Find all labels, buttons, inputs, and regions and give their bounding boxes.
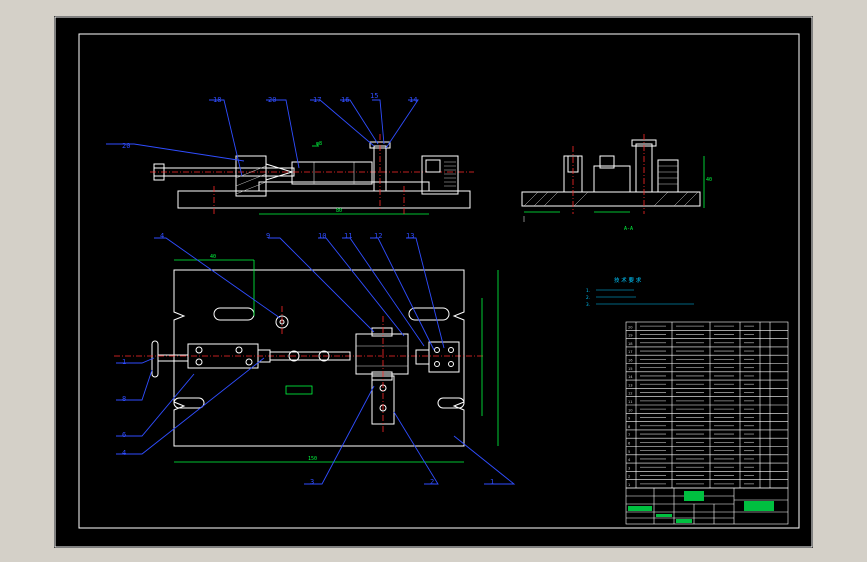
front-guide bbox=[258, 181, 430, 192]
parts-row-number: 12 bbox=[628, 392, 633, 396]
front-callout-2: 17 bbox=[313, 96, 321, 104]
plan-top-callout-0: 4 bbox=[160, 232, 164, 240]
svg-text:80: 80 bbox=[336, 208, 342, 214]
parts-row-number: 13 bbox=[628, 383, 633, 387]
plan-bottom-callout-1: 2 bbox=[430, 478, 434, 486]
plan-top-callout-4: 12 bbox=[374, 232, 382, 240]
inner-frame bbox=[78, 33, 800, 529]
front-right-block bbox=[421, 155, 459, 195]
plan-top-callout-1: 9 bbox=[266, 232, 270, 240]
plan-bottom-callout-0: 3 bbox=[310, 478, 314, 486]
front-view: 80 φ8 bbox=[106, 99, 474, 215]
parts-row-number: 4 bbox=[628, 458, 631, 462]
parts-row-number: 6 bbox=[628, 442, 631, 446]
parts-row-number: 17 bbox=[628, 350, 633, 354]
parts-row-number: 10 bbox=[628, 408, 633, 412]
parts-row-number: 8 bbox=[628, 425, 631, 429]
plan-left-callout-2: 6 bbox=[122, 431, 126, 439]
svg-text:150: 150 bbox=[308, 456, 317, 462]
parts-row-number: 16 bbox=[628, 359, 633, 363]
front-callout-3: 16 bbox=[341, 96, 349, 104]
left-callout: 20 bbox=[122, 142, 130, 150]
plan-view: 40 150 bbox=[114, 237, 516, 485]
front-callout-1: 20 bbox=[268, 96, 276, 104]
parts-row-number: 3 bbox=[628, 466, 630, 470]
outer-frame bbox=[54, 16, 813, 548]
plan-base-plate bbox=[173, 269, 465, 447]
plan-left-callout-3: 4 bbox=[122, 449, 126, 457]
plan-top-callout-2: 10 bbox=[318, 232, 326, 240]
section-view: 40 bbox=[521, 134, 712, 222]
title-block bbox=[625, 487, 789, 525]
parts-row-number: 1 bbox=[628, 483, 630, 487]
plan-left-callout-0: 1 bbox=[122, 358, 126, 366]
tech-req-3: 3. bbox=[586, 302, 590, 307]
svg-text:φ8: φ8 bbox=[316, 141, 322, 147]
front-callout-4: 15 bbox=[370, 92, 378, 100]
parts-row-number: 18 bbox=[628, 342, 633, 346]
parts-row-number: 20 bbox=[628, 325, 633, 329]
parts-row-number: 11 bbox=[628, 400, 633, 404]
tech-req-1: 1. bbox=[586, 288, 590, 293]
drawing-sheet: 80 φ8 20 18 20 17 16 15 14 bbox=[54, 16, 813, 548]
parts-table: 20 19 18 17 16 15 14 13 12 11 10 9 8 7 6 5 4 3 2 1 bbox=[625, 321, 789, 489]
parts-row-number: 7 bbox=[628, 433, 630, 437]
tech-req-title: 技 术 要 求 bbox=[614, 276, 642, 284]
parts-row-number: 9 bbox=[628, 417, 631, 421]
plan-top-callout-3: 11 bbox=[344, 232, 352, 240]
parts-row-number: 2 bbox=[628, 475, 630, 479]
parts-row-number: 19 bbox=[628, 334, 633, 338]
svg-text:40: 40 bbox=[210, 254, 216, 260]
front-cylinder bbox=[291, 161, 373, 185]
section-label: A-A bbox=[624, 226, 633, 232]
svg-text:40: 40 bbox=[706, 177, 712, 183]
parts-row-number: 14 bbox=[628, 375, 633, 379]
drawing-canvas: 80 φ8 20 18 20 17 16 15 14 bbox=[54, 16, 813, 548]
front-callout-0: 18 bbox=[213, 96, 221, 104]
plan-bottom-callout-2: 1 bbox=[490, 478, 494, 486]
plan-left-callout-1: 8 bbox=[122, 395, 126, 403]
parts-row-number: 5 bbox=[628, 450, 630, 454]
front-callout-5: 14 bbox=[409, 96, 417, 104]
parts-row-number: 15 bbox=[628, 367, 633, 371]
plan-center-block bbox=[355, 333, 409, 375]
tech-req-2: 2. bbox=[586, 295, 590, 300]
plan-top-callout-5: 13 bbox=[406, 232, 414, 240]
